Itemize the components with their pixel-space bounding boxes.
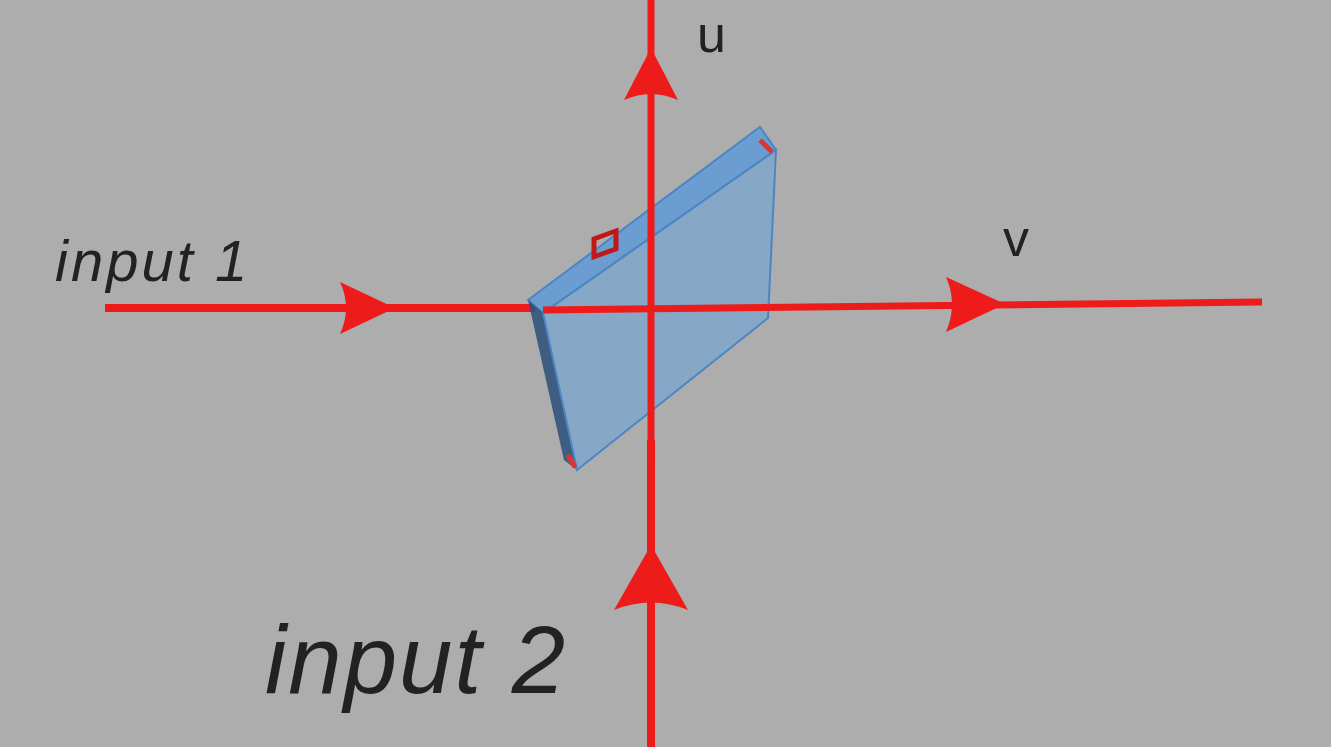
output-label: u bbox=[697, 8, 726, 60]
right-angle-mark bbox=[594, 231, 616, 257]
slab-mark bbox=[568, 455, 575, 467]
arrowhead bbox=[624, 48, 678, 100]
slab-mark bbox=[760, 140, 772, 152]
input-label: input 2 bbox=[265, 612, 567, 708]
input-label: input 1 bbox=[55, 232, 250, 290]
arrowhead bbox=[340, 282, 395, 334]
arrowhead bbox=[614, 545, 688, 610]
output-label: v bbox=[1003, 212, 1029, 264]
input-beam-1 bbox=[105, 304, 535, 312]
arrowhead bbox=[946, 277, 1005, 332]
